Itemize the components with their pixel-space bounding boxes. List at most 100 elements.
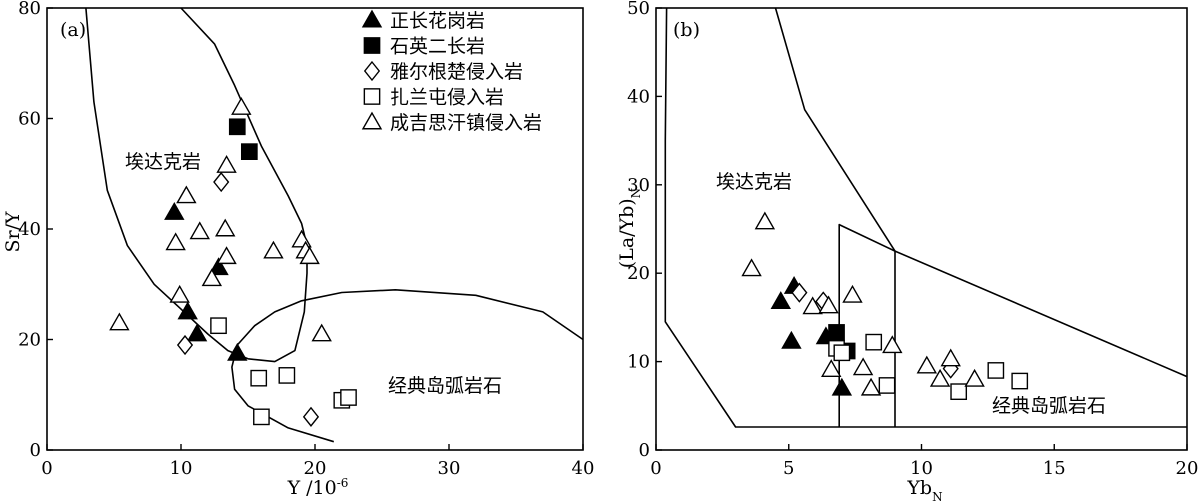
panel-a-arc-label: 经典岛弧岩石: [388, 375, 502, 397]
panel-a-point-open-square: [250, 369, 268, 387]
panel-a-point-filled-square: [228, 118, 246, 136]
panel-b-point-open-triangle: [964, 368, 985, 387]
panel-b-xlabel: YbN: [906, 477, 942, 501]
panel-b-point-open-square: [1011, 372, 1029, 390]
panel-b-point-open-triangle: [741, 258, 762, 277]
panel-b-point-filled-triangle: [781, 330, 802, 349]
panel-b-point-filled-square: [828, 324, 845, 341]
panel-a-point-open-triangle: [216, 246, 237, 265]
panel-b-point-open-triangle: [916, 355, 938, 374]
panel-a-points: [109, 97, 357, 427]
panel-a-point-open-triangle: [263, 240, 284, 259]
panel-b-boundary-1: [774, 7, 896, 252]
panel-a-ytick-label: 0: [30, 440, 41, 461]
panel-a-point-filled-triangle: [177, 301, 198, 320]
legend-label: 正长花岗岩: [390, 10, 485, 32]
panel-a-point-open-diamond: [176, 334, 194, 356]
legend-marker-open-square: [363, 88, 381, 105]
panel-a-boundaries: [85, 7, 584, 443]
panel-a-ylabel: Sr/Y: [2, 211, 24, 253]
panel-b-point-open-triangle: [860, 377, 882, 396]
panel-a-label: (a): [60, 19, 86, 41]
legend-marker-open-diamond: [363, 60, 381, 82]
panel-a-point-open-square: [210, 317, 227, 335]
panel-b-ytick-label: 20: [627, 263, 650, 284]
panel-b-point-filled-triangle: [770, 291, 791, 309]
panel-a-point-open-triangle: [231, 97, 252, 115]
panel-b-point-open-triangle: [940, 348, 961, 367]
panel-b-ytick-label: 50: [627, 0, 650, 19]
panel-a-point-open-triangle: [216, 155, 237, 173]
panel-b-point-open-square: [987, 362, 1005, 379]
panel-a-adakite-label: 埃达克岩: [125, 151, 201, 173]
panel-b-point-open-triangle: [818, 295, 839, 314]
panel-b-point-open-square: [865, 333, 883, 351]
panel-a-point-open-square: [278, 367, 296, 384]
panel-b-boundary-2: [838, 223, 896, 427]
panel-b-label: (b): [673, 19, 700, 41]
legend-label: 雅尔根楚侵入岩: [390, 61, 523, 83]
panel-a-point-open-triangle: [169, 284, 190, 303]
panel-a-xtick-label: 20: [304, 458, 327, 479]
panel-a-boundary-0: [85, 7, 308, 363]
panel-b-point-filled-triangle: [831, 377, 853, 396]
panel-a-point-open-triangle: [165, 232, 186, 251]
panel-a-point-filled-triangle: [186, 323, 208, 342]
panel-a-xtick-label: 40: [572, 458, 595, 479]
panel-b-point-open-square: [950, 383, 968, 401]
panel-b-xtick-label: 0: [650, 458, 661, 479]
panel-a-point-open-diamond: [302, 406, 320, 427]
panel-b-ytick-label: 40: [627, 86, 650, 107]
panel-a-point-filled-triangle: [164, 202, 185, 220]
legend-label: 扎兰屯侵入岩: [390, 87, 504, 109]
panel-a-xtick-label: 30: [438, 458, 461, 479]
panel-a-point-open-triangle: [109, 312, 130, 331]
panel-a-ytick-label: 60: [18, 109, 41, 130]
panel-b-point-open-triangle: [842, 284, 863, 303]
panel-a-point-open-square: [253, 408, 270, 426]
panel-b-point-open-triangle: [882, 335, 903, 354]
panel-a-point-open-square: [340, 389, 357, 406]
legend-marker-filled-square: [363, 37, 381, 54]
panel-a-point-open-triangle: [189, 221, 210, 240]
legend-marker-filled-triangle: [361, 9, 383, 28]
panel-b-point-open-square: [878, 377, 896, 394]
panel-a-point-open-triangle: [299, 246, 320, 265]
panel-a-point-open-triangle: [311, 323, 332, 342]
panel-b-point-open-square: [833, 344, 851, 362]
panel-b-point-open-triangle: [802, 296, 823, 315]
legend-marker-open-triangle: [361, 111, 383, 130]
panel-b-ytick-label: 30: [627, 175, 650, 196]
panel-a-point-filled-square: [240, 143, 258, 161]
panel-a-point-open-triangle: [215, 218, 236, 237]
panel-b-adakite-label: 埃达克岩: [716, 171, 792, 193]
panel-b-arc-label: 经典岛弧岩石: [992, 395, 1106, 417]
panel-a-ytick-label: 80: [18, 0, 41, 19]
panel-b-points: [741, 211, 1029, 401]
panel-b-boundary-0: [664, 7, 1187, 428]
panel-b-ytick-label: 0: [639, 440, 650, 461]
panel-a-point-open-triangle: [176, 185, 197, 204]
panel-b-ylabel: (La/Yb)N: [616, 188, 643, 268]
panel-a-point-filled-triangle: [227, 342, 248, 361]
panel-a-boundary-1: [231, 288, 584, 443]
panel-b-point-open-diamond: [791, 282, 808, 303]
panel-a-point-open-triangle: [201, 268, 223, 287]
legend-label: 成吉思汗镇侵入岩: [390, 112, 542, 134]
panel-b-point-open-triangle: [929, 368, 951, 387]
panel-b-xtick-label: 10: [910, 458, 933, 479]
panel-a-xlabel: Y /10-6: [287, 476, 349, 499]
panel-b-point-open-triangle: [821, 359, 842, 378]
panel-a-point-filled-triangle: [208, 257, 229, 276]
panel-b-ytick-label: 10: [627, 352, 650, 373]
panel-b-frame: [655, 7, 1188, 451]
panel-a-ytick-label: 20: [18, 330, 41, 351]
panel-a-point-open-diamond: [213, 171, 230, 193]
panel-a-ytick-label: 40: [18, 219, 41, 240]
panel-b-boundary-3: [894, 250, 1188, 378]
